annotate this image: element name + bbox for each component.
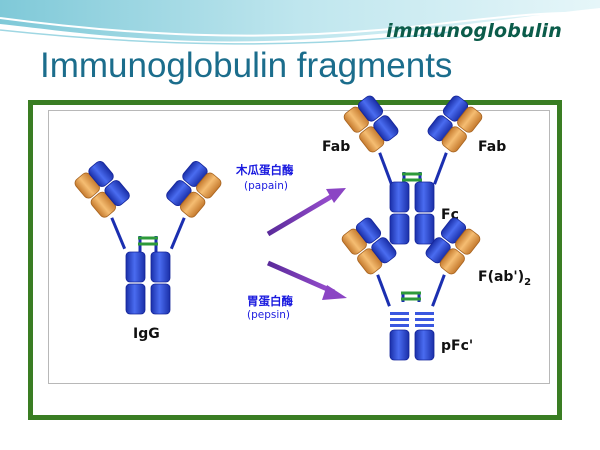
papain-chinese-label: 木瓜蛋白酶 xyxy=(235,163,294,177)
pfc-fragment xyxy=(389,312,435,361)
pepsin-english-label: (pepsin) xyxy=(247,309,290,321)
pepsin-chinese-label: 胃蛋白酶 xyxy=(247,294,293,308)
slide-title: Immunoglobulin fragments xyxy=(40,46,453,85)
brand-label: immunoglobulin xyxy=(386,20,562,42)
decorative-wave-banner xyxy=(0,0,600,45)
fab-left-label: Fab xyxy=(322,139,350,155)
fab2-fragment xyxy=(336,214,486,308)
fab2-label: F(ab')2 xyxy=(478,269,531,288)
pfc-label: pFc' xyxy=(441,338,473,354)
papain-arrow xyxy=(266,188,346,237)
fab2-label-subscript: 2 xyxy=(524,277,531,288)
fab-fragment-right xyxy=(402,92,488,186)
fab-fragment-left xyxy=(338,92,424,186)
fab2-label-main: F(ab') xyxy=(478,269,524,285)
fc-fragment xyxy=(389,172,435,245)
igg-label: IgG xyxy=(133,326,160,342)
pepsin-arrow xyxy=(266,260,347,300)
igg-molecule xyxy=(69,157,227,315)
papain-english-label: (papain) xyxy=(244,180,288,192)
fab-right-label: Fab xyxy=(478,139,506,155)
